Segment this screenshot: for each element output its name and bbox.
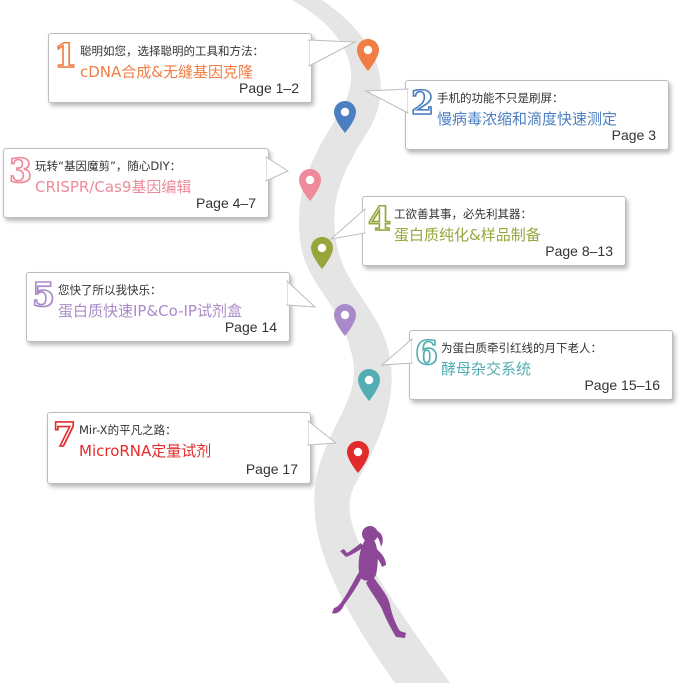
callout-tail [329, 207, 367, 240]
section-2-number: 2 [410, 83, 435, 122]
callout-tail [264, 156, 290, 182]
section-4-number: 4 [367, 199, 392, 238]
section-7-pages: Page 17 [245, 461, 298, 477]
section-1-intro: 聪明如您，选择聪明的工具和方法： [80, 44, 264, 58]
callout-tail [364, 88, 410, 114]
section-5-pages: Page 14 [224, 319, 277, 335]
section-1-card[interactable]: 1 聪明如您，选择聪明的工具和方法： cDNA合成&无缝基因克隆 Page 1–… [48, 33, 357, 103]
section-6-title[interactable]: 酵母杂交系统 [441, 360, 532, 378]
map-pin-icon[interactable] [357, 368, 381, 402]
section-2-title[interactable]: 慢病毒浓缩和滴度快速测定 [437, 110, 618, 128]
map-pin-icon[interactable] [333, 100, 357, 134]
map-pin-icon[interactable] [333, 303, 357, 337]
callout-tail [285, 279, 317, 308]
section-3-title[interactable]: CRISPR/Cas9基因编辑 [35, 178, 192, 196]
callout-tail [307, 39, 357, 67]
section-2-intro: 手机的功能不只是刷屏： [437, 91, 564, 105]
road-shape [292, 0, 450, 683]
runner-icon [332, 526, 406, 638]
section-4-intro: 工欲善其事，必先利其器： [394, 207, 532, 221]
section-4-pages: Page 8–13 [545, 243, 613, 259]
section-5-title[interactable]: 蛋白质快速IP&Co-IP试剂盒 [58, 302, 242, 320]
section-1-title[interactable]: cDNA合成&无缝基因克隆 [80, 63, 253, 81]
section-7-number: 7 [52, 415, 77, 454]
section-2-pages: Page 3 [611, 127, 656, 143]
section-3-card[interactable]: 3 玩转“基因魔剪”，随心DIY： CRISPR/Cas9基因编辑 Page 4… [3, 148, 290, 218]
section-4-title[interactable]: 蛋白质纯化&样品制备 [394, 226, 541, 244]
section-5-number: 5 [31, 275, 56, 314]
section-5-card[interactable]: 5 您快了所以我快乐： 蛋白质快速IP&Co-IP试剂盒 Page 14 [26, 272, 317, 342]
map-pin-icon[interactable] [298, 168, 322, 202]
section-7-title[interactable]: MicroRNA定量试剂 [79, 442, 212, 460]
section-1-pages: Page 1–2 [239, 80, 299, 96]
section-1-number: 1 [53, 36, 78, 75]
section-7-card[interactable]: 7 Mir-X的平凡之路： MicroRNA定量试剂 Page 17 [47, 412, 338, 484]
section-7-intro: Mir-X的平凡之路： [79, 423, 177, 437]
section-6-intro: 为蛋白质牵引红线的月下老人： [441, 341, 602, 355]
section-6-pages: Page 15–16 [584, 377, 660, 393]
section-3-number: 3 [8, 151, 33, 190]
section-3-intro: 玩转“基因魔剪”，随心DIY： [35, 159, 182, 173]
section-4-card[interactable]: 4 工欲善其事，必先利其器： 蛋白质纯化&样品制备 Page 8–13 [329, 196, 626, 266]
section-5-intro: 您快了所以我快乐： [58, 283, 162, 297]
section-6-number: 6 [414, 333, 439, 372]
callout-tail [306, 419, 338, 446]
map-pin-icon[interactable] [356, 38, 380, 72]
section-6-card[interactable]: 6 为蛋白质牵引红线的月下老人： 酵母杂交系统 Page 15–16 [380, 330, 673, 400]
map-pin-icon[interactable] [346, 440, 370, 474]
callout-tail [380, 337, 414, 366]
map-pin-icon[interactable] [310, 236, 334, 270]
section-3-pages: Page 4–7 [196, 195, 256, 211]
section-2-card[interactable]: 2 手机的功能不只是刷屏： 慢病毒浓缩和滴度快速测定 Page 3 [364, 80, 669, 150]
